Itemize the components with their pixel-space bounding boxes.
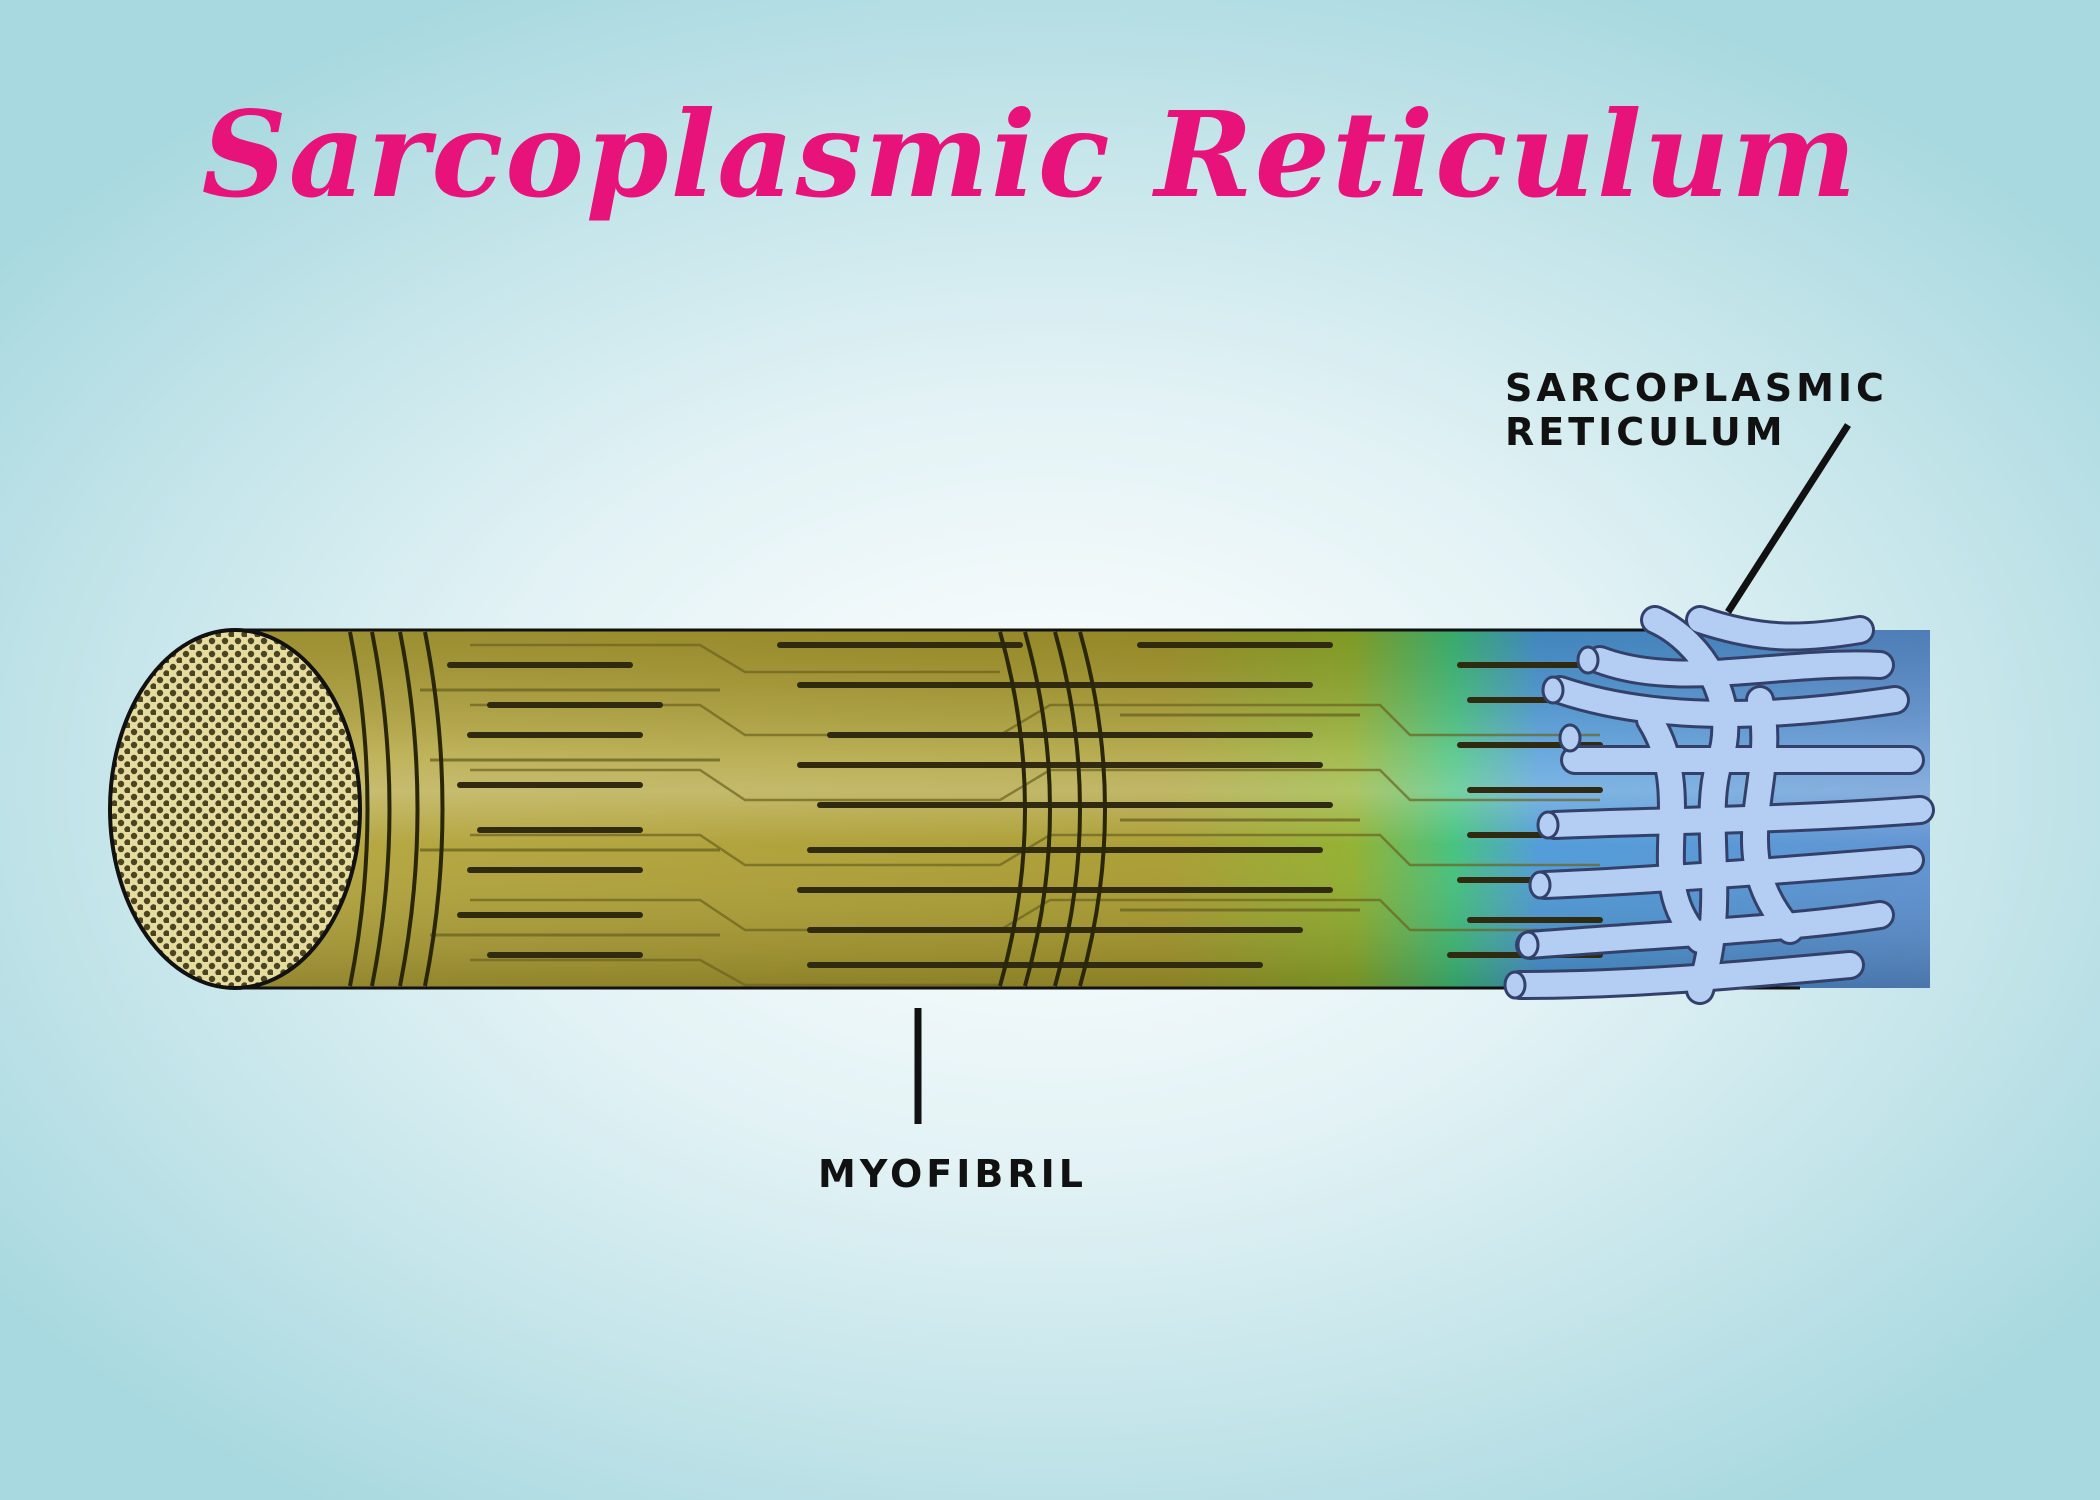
myofibril-label: MYOFIBRIL — [818, 1152, 1087, 1196]
fiber-cross-section — [108, 628, 362, 990]
sarcoplasmic-reticulum-label: SARCOPLASMIC RETICULUM — [1505, 366, 1888, 454]
sarcoplasmic-reticulum-leader-line — [1725, 423, 1851, 614]
sarcoplasmic-reticulum-network — [1503, 605, 1935, 1005]
page-title: Sarcoplasmic Reticulum — [201, 85, 1859, 224]
